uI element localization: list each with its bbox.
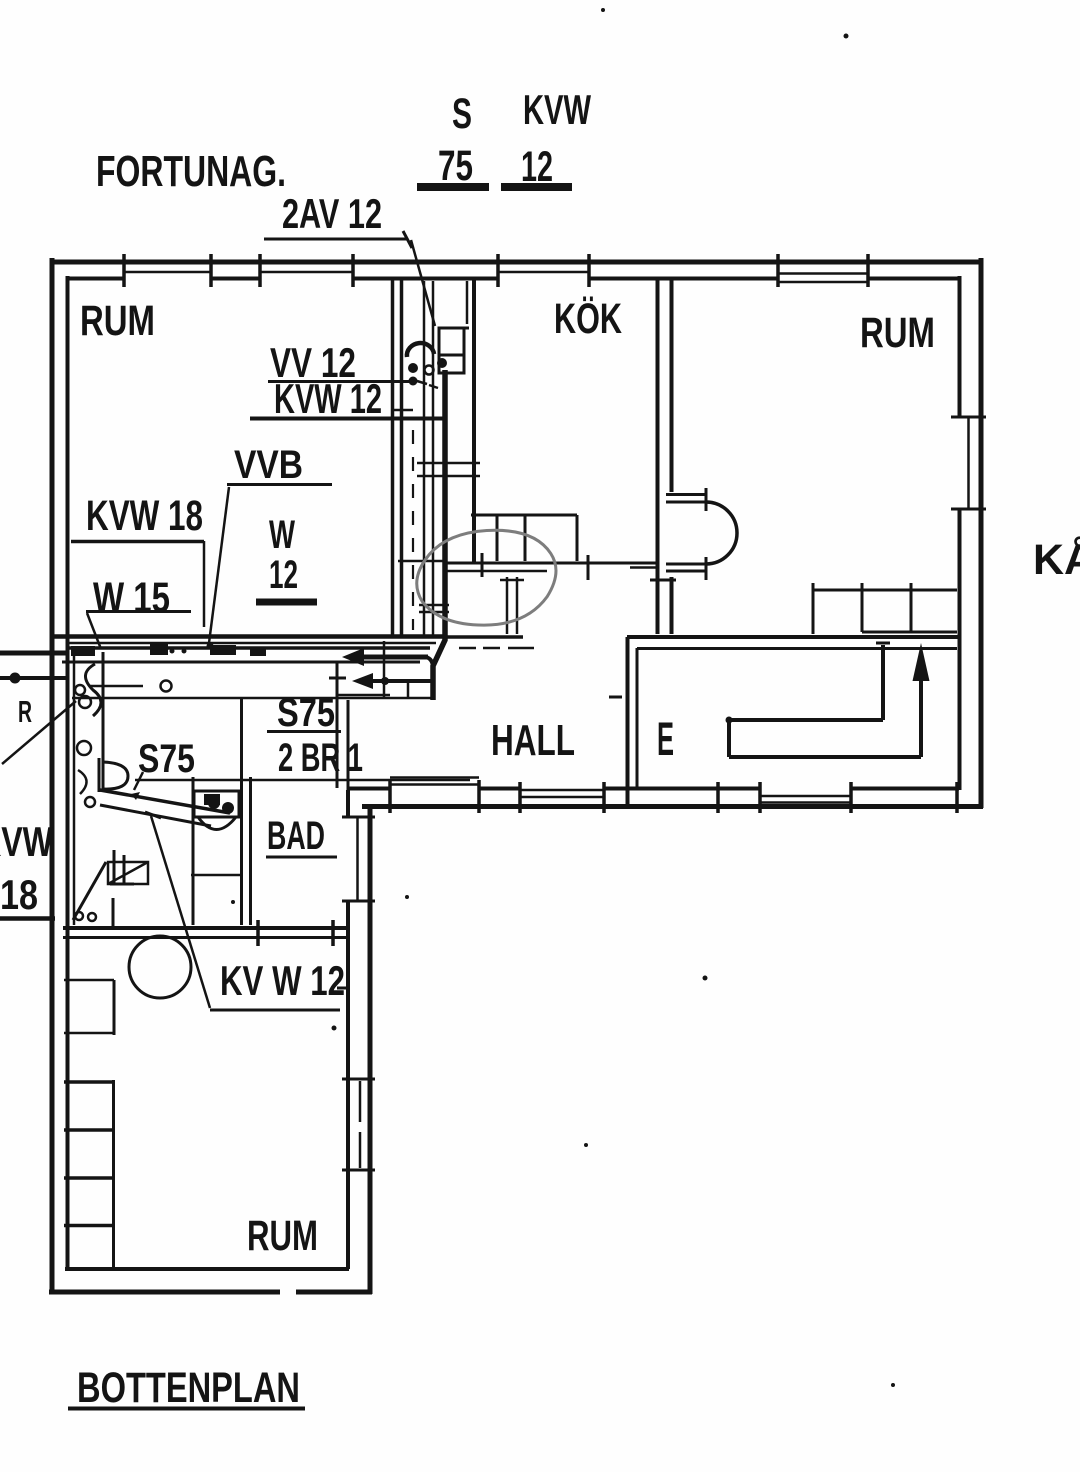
svg-text:E: E (657, 712, 674, 765)
svg-text:S75: S75 (277, 691, 335, 735)
svg-text:KÖK: KÖK (554, 295, 622, 343)
svg-text:RUM: RUM (860, 309, 935, 357)
svg-text:75: 75 (438, 142, 473, 190)
svg-text:RUM: RUM (247, 1212, 318, 1260)
svg-text:KÅL: KÅL (1033, 536, 1080, 584)
svg-text:BAD: BAD (267, 814, 325, 858)
svg-text:2 BR 1: 2 BR 1 (278, 736, 363, 780)
svg-text:R: R (18, 694, 32, 729)
svg-text:2AV 12: 2AV 12 (282, 190, 382, 237)
svg-text:HALL: HALL (491, 716, 575, 765)
svg-text:BOTTENPLAN: BOTTENPLAN (77, 1364, 300, 1412)
svg-text:18: 18 (0, 871, 38, 918)
svg-text:W: W (269, 513, 295, 557)
svg-text:S: S (452, 90, 472, 138)
svg-text:S75: S75 (138, 737, 195, 781)
svg-text:KVW 12: KVW 12 (274, 375, 382, 422)
svg-text:VVB: VVB (234, 443, 303, 487)
svg-text:12: 12 (269, 553, 298, 597)
svg-text:VV 12: VV 12 (270, 339, 356, 386)
svg-text:KVW: KVW (0, 818, 53, 865)
svg-text:KVW 18: KVW 18 (86, 492, 203, 540)
svg-text:W 15: W 15 (93, 574, 170, 622)
svg-text:RUM: RUM (80, 297, 155, 345)
svg-text:KV W 12: KV W 12 (220, 957, 345, 1004)
svg-text:FORTUNAG.: FORTUNAG. (96, 147, 286, 196)
svg-text:KVW: KVW (523, 86, 591, 133)
svg-text:12: 12 (521, 143, 553, 191)
